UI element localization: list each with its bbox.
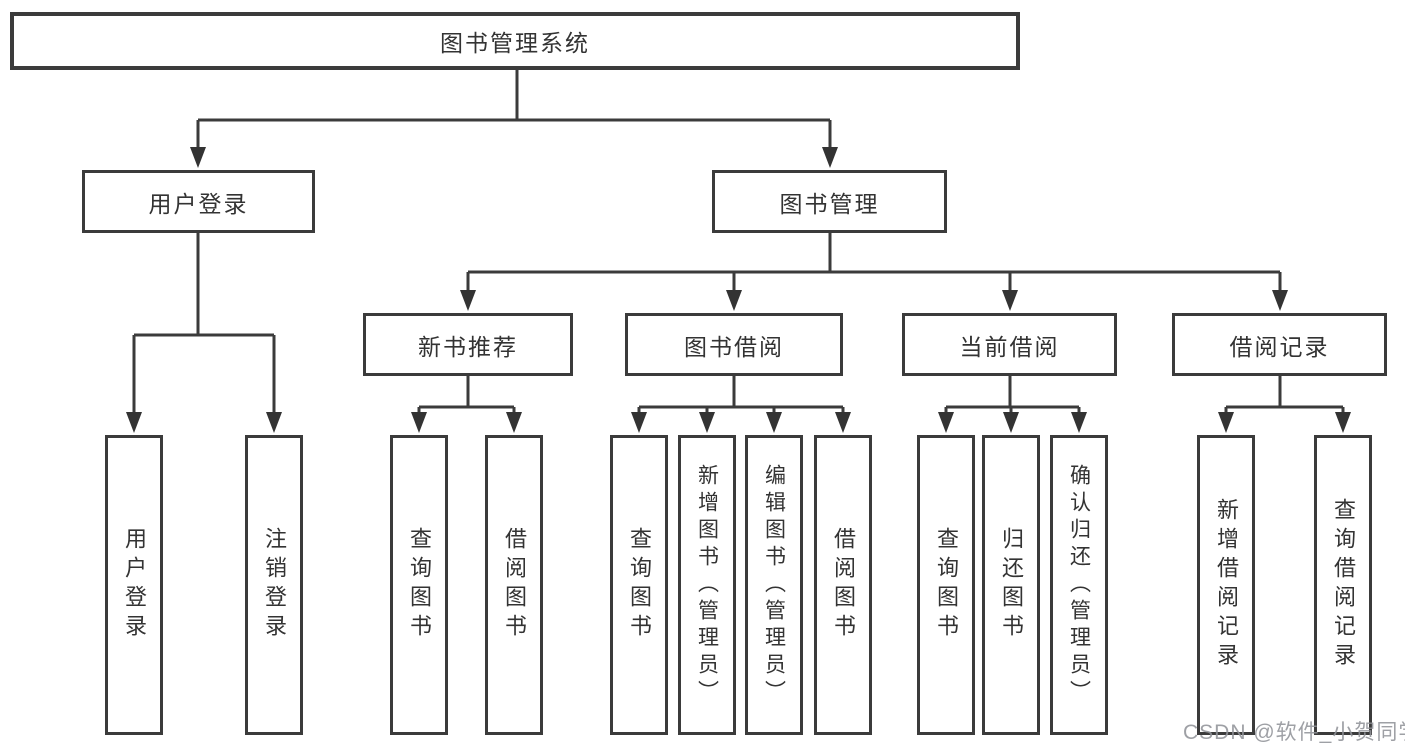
node-library-management-system: 图书管理系统 (10, 12, 1020, 70)
node-new-book-recommendation: 新书推荐 (363, 313, 573, 376)
leaf-add-book-admin: 新增图书（管理员） (678, 435, 736, 735)
leaf-user-login: 用户登录 (105, 435, 163, 735)
leaf-add-borrow-record: 新增借阅记录 (1197, 435, 1255, 735)
leaf-borrow-books-1: 借阅图书 (485, 435, 543, 735)
node-book-borrowing: 图书借阅 (625, 313, 843, 376)
leaf-query-books-2: 查询图书 (610, 435, 668, 735)
leaf-query-borrow-record: 查询借阅记录 (1314, 435, 1372, 735)
leaf-edit-book-admin: 编辑图书（管理员） (745, 435, 803, 735)
leaf-query-books-1: 查询图书 (390, 435, 448, 735)
node-borrowing-records: 借阅记录 (1172, 313, 1387, 376)
node-user-login: 用户登录 (82, 170, 315, 233)
leaf-logout: 注销登录 (245, 435, 303, 735)
node-book-management: 图书管理 (712, 170, 947, 233)
leaf-return-books: 归还图书 (982, 435, 1040, 735)
leaf-borrow-books-2: 借阅图书 (814, 435, 872, 735)
leaf-query-books-3: 查询图书 (917, 435, 975, 735)
leaf-confirm-return-admin: 确认归还（管理员） (1050, 435, 1108, 735)
node-current-borrowing: 当前借阅 (902, 313, 1117, 376)
watermark: CSDN @软件_小贺同学 (1183, 721, 1405, 744)
